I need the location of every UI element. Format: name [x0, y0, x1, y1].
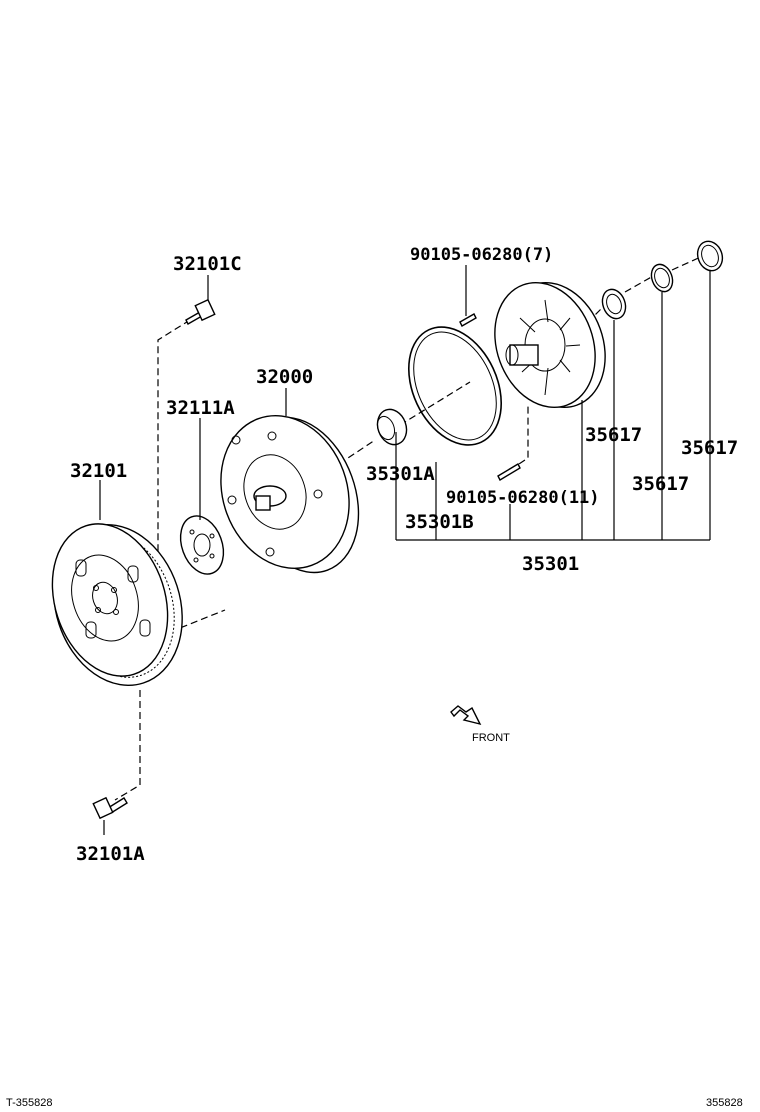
ring-3-part: [696, 240, 724, 272]
label-bolt-top: 32101C: [173, 253, 242, 275]
pump-bolt-top-part: [459, 313, 477, 327]
label-ring-2: 35617: [632, 473, 689, 495]
label-seal-a: 35301A: [366, 463, 435, 485]
label-converter: 32000: [256, 366, 313, 388]
footer-right-code: 355828: [706, 1097, 743, 1109]
label-oring-b: 35301B: [405, 511, 474, 533]
oil-pump-part: [494, 281, 606, 409]
front-arrow-icon: [450, 705, 482, 726]
label-bolt-pump-top: 90105-06280(7): [410, 245, 553, 265]
torque-converter-part: [220, 414, 360, 574]
bolt-top-part: [185, 298, 216, 325]
pump-bolt-bottom-part: [497, 463, 521, 481]
flywheel-part: [51, 523, 183, 687]
label-flywheel: 32101: [70, 460, 127, 482]
o-ring-part: [407, 326, 503, 446]
label-assembly: 35301: [522, 553, 579, 575]
oil-seal-part: [376, 408, 408, 446]
ring-1-part: [601, 288, 627, 320]
label-ring-3: 35617: [681, 437, 738, 459]
label-ring-1: 35617: [585, 424, 642, 446]
ring-2-part: [650, 263, 674, 293]
leader-lines: [99, 265, 711, 835]
bolt-bottom-part: [92, 796, 128, 820]
label-plate: 32111A: [166, 397, 235, 419]
drive-plate-part: [179, 515, 225, 575]
footer-left-code: T-355828: [6, 1097, 52, 1109]
label-bolt-pump-bottom: 90105-06280(11): [446, 488, 600, 508]
front-label: FRONT: [472, 732, 510, 744]
label-bolt-bottom: 32101A: [76, 843, 145, 865]
